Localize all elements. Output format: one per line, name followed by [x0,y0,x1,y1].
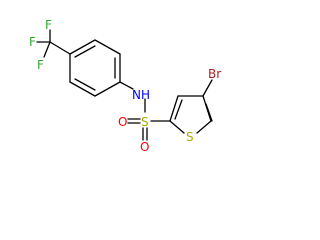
atom-o2-label: O [140,140,149,154]
atom-f3-label: F [37,58,44,72]
bond-benzene-1 [69,39,96,55]
bond-thiophene-1 [169,95,179,122]
bond-benzene-double-3 [74,78,96,91]
chemical-structure: F F F NH S O O S Br [29,18,221,154]
bond-cf3-ring [49,41,71,55]
atom-ring-s-label: S [186,130,194,144]
atom-o1-label: O [118,115,127,129]
bond-c-br [202,79,213,97]
atom-f2-label: F [45,18,52,32]
bond-thiophene-5 [169,120,185,134]
bond-thiophene-double-2 [205,103,213,122]
bond-thiophene-double-1 [174,99,183,120]
bond-benzene-5 [69,81,96,97]
bond-thiophene-4 [196,120,212,134]
bond-c-f3 [43,41,51,58]
bond-lines [36,29,213,141]
atom-sulfonyl-s-label: S [141,115,149,129]
atom-f1-label: F [29,35,36,49]
atom-br-label: Br [208,67,221,81]
bond-benzene-double-1 [74,45,96,58]
bond-ring-nh [119,81,134,90]
bond-benzene-4 [94,81,121,97]
bond-benzene-2 [94,39,121,55]
atom-nh-label: NH [132,88,150,102]
